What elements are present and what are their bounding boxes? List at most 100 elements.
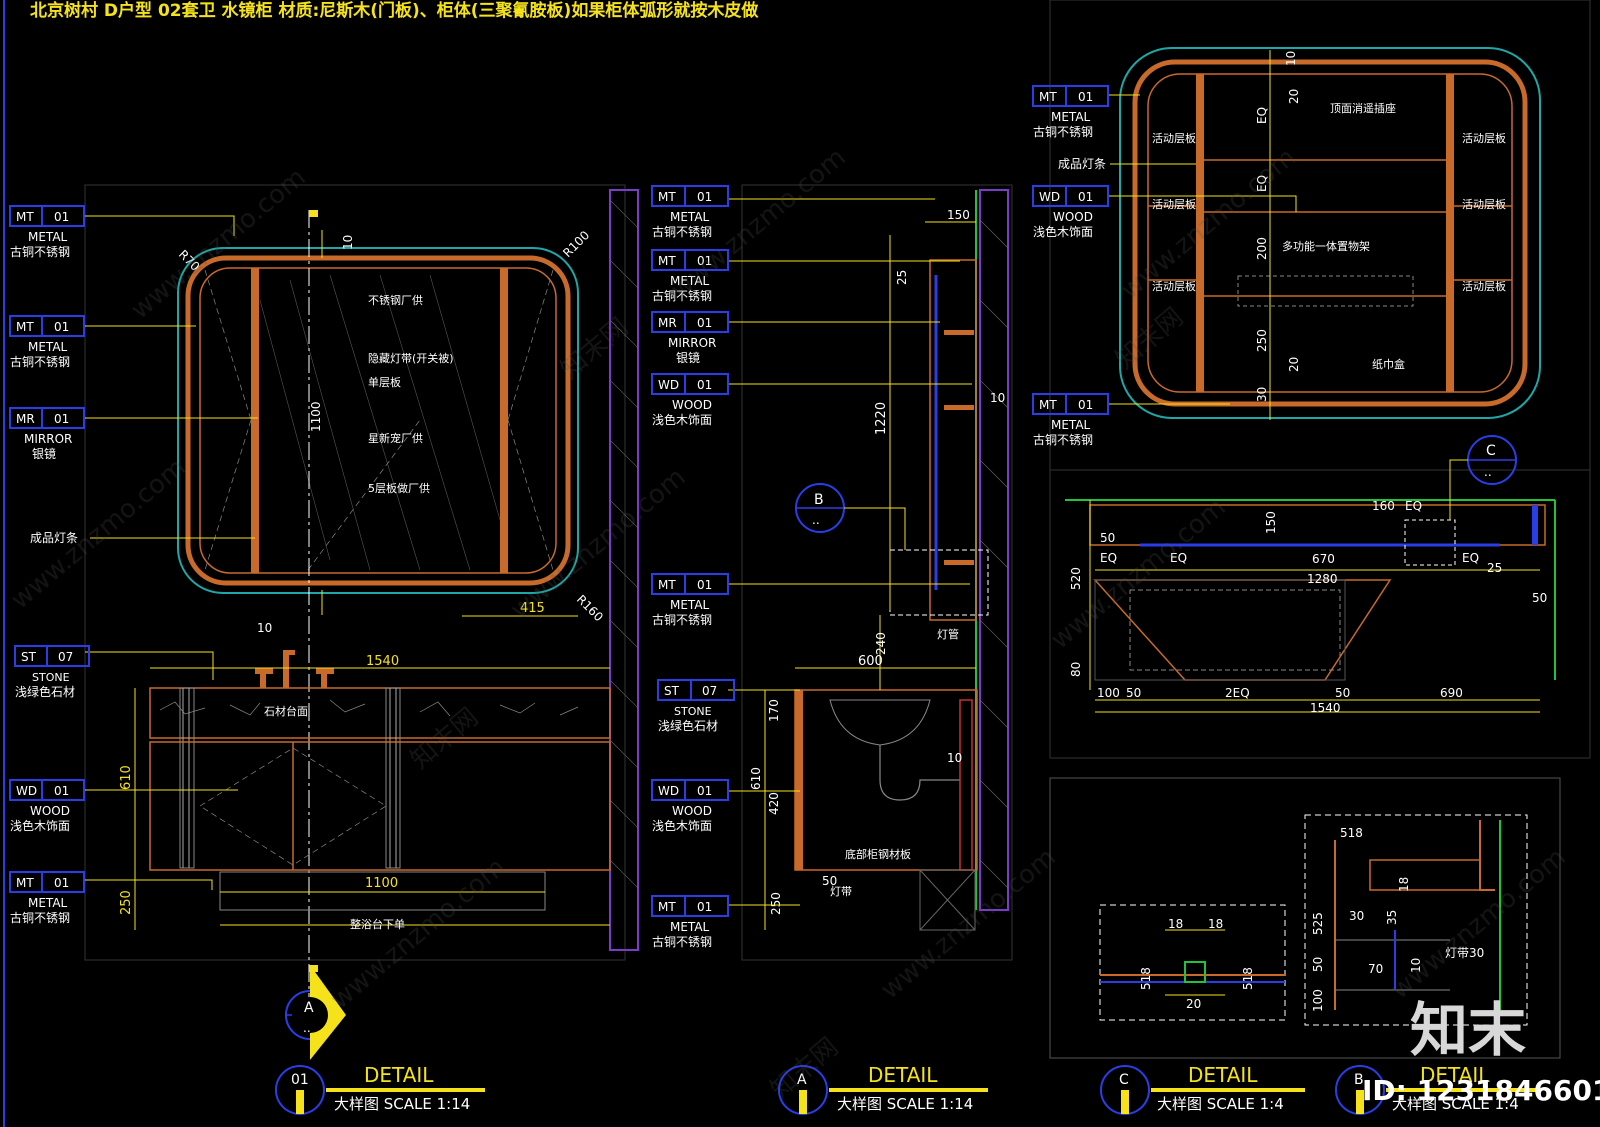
- callout-marker-b-dots: ..: [812, 513, 820, 527]
- panel-elevation-01: 1540 610 250 1100 1100 415 10 10 R70 R10…: [30, 184, 639, 1060]
- dim-18-c-a: 18: [1168, 917, 1183, 931]
- dim-415: 415: [520, 601, 545, 616]
- tag-en: METAL: [28, 340, 68, 354]
- dim-50-plan-d: 50: [1532, 591, 1547, 605]
- dim-10-plan: 10: [1284, 51, 1298, 66]
- tag-num: 01: [697, 316, 712, 330]
- detail-title: DETAIL: [364, 1063, 434, 1087]
- radius-r100: R100: [560, 228, 592, 260]
- label-top-outlet: 顶面消遥插座: [1330, 101, 1396, 115]
- tag-wd-01-a: WD 01 WOOD 浅色木饰面: [9, 779, 85, 833]
- dim-610-a: 610: [749, 767, 763, 790]
- tag-num: 01: [1078, 190, 1093, 204]
- dim-160-plan: 160: [1372, 499, 1395, 513]
- tag-num: 01: [1078, 398, 1093, 412]
- panel-details-c-b: 18 18 20 518 518 518 18 35 30 525 50 100…: [1049, 777, 1561, 1059]
- dim-10-top: 10: [341, 235, 355, 250]
- dim-200-plan: 200: [1255, 237, 1269, 260]
- watermark-site-8: www.znzmo.com: [875, 842, 1061, 1005]
- tag-code: WD: [16, 784, 37, 798]
- callout-marker-c: C: [1486, 443, 1496, 459]
- dim-1220: 1220: [874, 402, 889, 435]
- dim-150-plan: 150: [1264, 511, 1278, 534]
- label-five-layer: 5层板做厂供: [368, 481, 430, 495]
- detail-subtitle: 大样图 SCALE 1:14: [837, 1095, 973, 1113]
- label-active-shelf-3: 活动层板: [1152, 197, 1196, 211]
- tag-en: MIRROR: [24, 432, 72, 446]
- tag-wd-01-c: WD 01 WOOD 浅色木饰面: [651, 779, 729, 833]
- watermark-cn-2: 知末网: [1110, 302, 1189, 375]
- dim-250-plan: 250: [1255, 329, 1269, 352]
- dim-30-b: 30: [1349, 909, 1364, 923]
- tag-en: MIRROR: [668, 336, 716, 350]
- tag-num: 01: [697, 378, 712, 392]
- watermark-site-1: www.znzmo.com: [125, 162, 311, 325]
- dim-20-plan-a: 20: [1287, 89, 1301, 104]
- dim-1540-plan: 1540: [1310, 701, 1341, 715]
- tag-code: MT: [658, 190, 676, 204]
- dim-518-c-a: 518: [1139, 967, 1153, 990]
- tag-num: 01: [697, 578, 712, 592]
- label-shelf-combo: 多功能一体置物架: [1282, 239, 1370, 253]
- dim-1100: 1100: [365, 876, 398, 891]
- dim-10-mid: 10: [990, 391, 1005, 405]
- dim-18-b: 18: [1397, 877, 1411, 892]
- tag-code: MT: [658, 900, 676, 914]
- section-marker-a-dots: ..: [303, 1021, 311, 1035]
- tag-code: MT: [1039, 398, 1057, 412]
- label-glass-factory: 星新宠厂供: [368, 431, 423, 445]
- drawing-title: 北京树村 D户型 02套卫 水镜柜 材质:尼斯木(门板)、柜体(三聚氰胺板)如果…: [30, 0, 759, 21]
- tag-mt-01-b: MT 01 METAL 古铜不锈钢: [9, 315, 85, 369]
- tags-column-1: MT 01 METAL 古铜不锈钢 MT 01 METAL 古铜不锈钢 MR 0…: [9, 205, 90, 925]
- tag-cn: 浅色木饰面: [1033, 225, 1093, 239]
- watermarks: www.znzmo.com www.znzmo.com www.znzmo.co…: [5, 142, 1571, 1105]
- tag-st-07: ST 07 STONE 浅绿色石材: [14, 645, 90, 699]
- tag-num: 01: [697, 190, 712, 204]
- dim-670: 670: [1312, 552, 1335, 566]
- dim-100-b: 100: [1311, 989, 1325, 1012]
- tag-en: WOOD: [672, 804, 712, 818]
- label-active-shelf-4: 活动层板: [1462, 197, 1506, 211]
- label-active-shelf-1: 活动层板: [1152, 131, 1196, 145]
- tag-mt-01-e: MT 01 METAL 古铜不锈钢: [651, 249, 729, 303]
- tag-num: 01: [54, 876, 69, 890]
- detail-id: C: [1119, 1072, 1129, 1088]
- dim-20-plan-b: 20: [1287, 357, 1301, 372]
- dim-80: 80: [1069, 662, 1083, 677]
- dim-610: 610: [119, 765, 134, 790]
- dim-70-b: 70: [1368, 962, 1383, 976]
- dim-1280: 1280: [1307, 572, 1338, 586]
- detail-subtitle: 大样图 SCALE 1:4: [1157, 1095, 1284, 1113]
- detail-title-a: A DETAIL 大样图 SCALE 1:14: [778, 1063, 988, 1115]
- label-basin-under: 整浴台下单: [350, 917, 405, 931]
- tag-code: ST: [664, 684, 680, 698]
- tag-cn: 古铜不锈钢: [652, 224, 712, 239]
- detail-title: DETAIL: [1188, 1063, 1258, 1087]
- section-marker-a: A: [304, 1000, 314, 1016]
- detail-title: DETAIL: [1420, 1063, 1490, 1087]
- tag-num: 01: [697, 254, 712, 268]
- tag-cn: 古铜不锈钢: [10, 910, 70, 925]
- tag-cn: 古铜不锈钢: [10, 244, 70, 259]
- tag-num: 01: [54, 320, 69, 334]
- tag-code: WD: [658, 378, 679, 392]
- dim-170: 170: [767, 699, 781, 722]
- watermark-site-5: www.znzmo.com: [505, 462, 691, 625]
- tag-st-07-b: ST 07 STONE 浅绿色石材: [657, 679, 735, 733]
- watermark-site-9: www.znzmo.com: [1385, 842, 1571, 1005]
- label-shelf: 单层板: [368, 375, 401, 389]
- dim-525-b: 525: [1311, 912, 1325, 935]
- dim-50-plan-b: 50: [1335, 686, 1350, 700]
- tag-mt-01-g: MT 01 METAL 古铜不锈钢: [651, 895, 729, 949]
- detail-id: B: [1354, 1072, 1364, 1088]
- label-stainless-factory: 不锈钢厂供: [368, 293, 423, 307]
- tag-cn: 浅色木饰面: [10, 819, 70, 833]
- tag-code: MT: [658, 254, 676, 268]
- tag-mr-01: MR 01 MIRROR 银镜: [9, 407, 85, 461]
- tag-mr-01-b: MR 01 MIRROR 银镜: [651, 311, 729, 365]
- dim-600: 600: [858, 654, 883, 669]
- image-id: ID: 1231846601: [1362, 1074, 1600, 1107]
- tag-cn: 古铜不锈钢: [1033, 432, 1093, 447]
- tag-mt-01-a: MT 01 METAL 古铜不锈钢: [9, 205, 85, 259]
- tag-code: MR: [16, 412, 35, 426]
